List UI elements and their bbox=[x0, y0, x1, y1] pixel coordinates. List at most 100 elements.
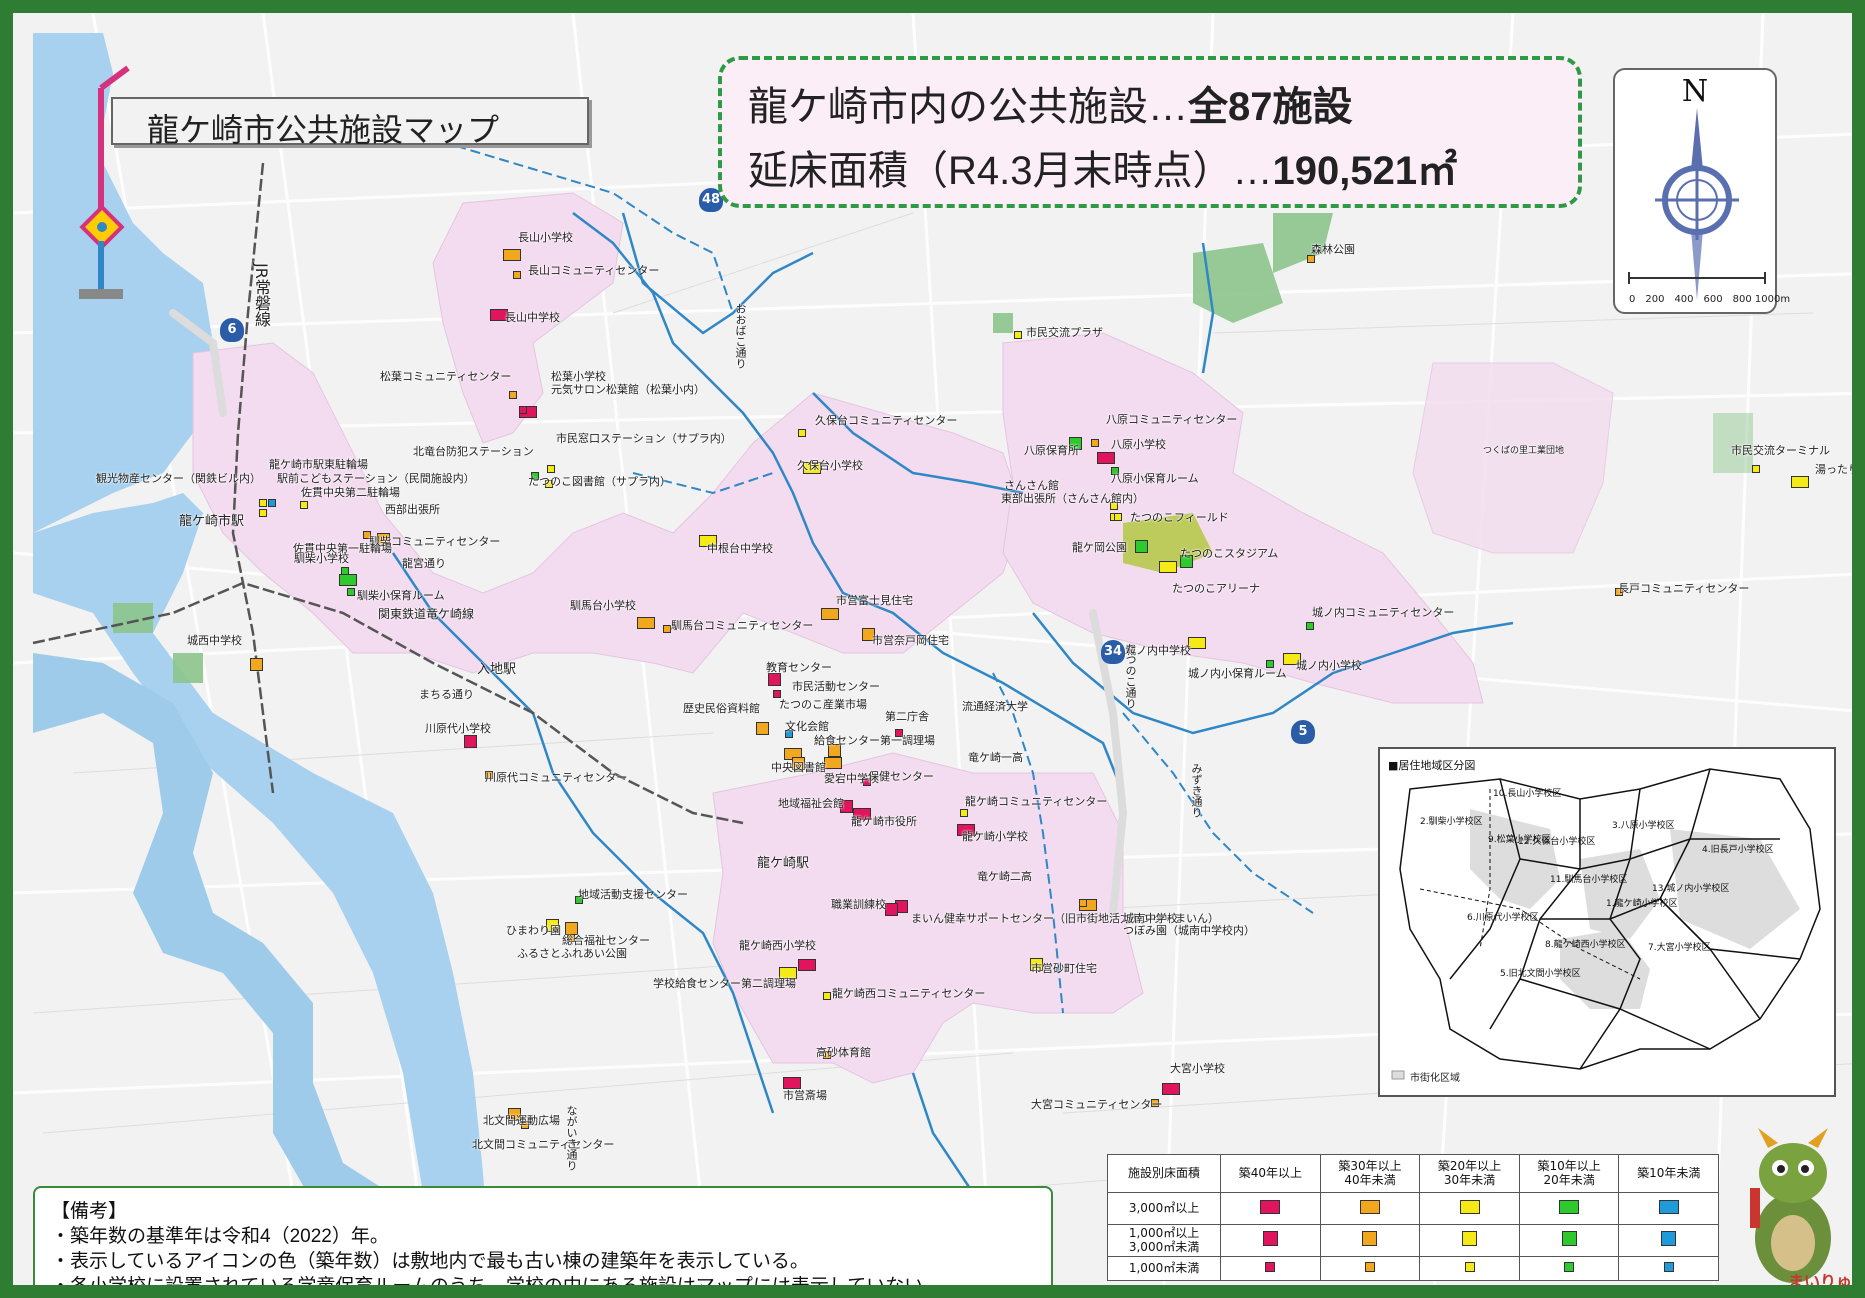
facility-marker[interactable] bbox=[853, 808, 871, 820]
facility-label: 職業訓練校 bbox=[831, 898, 886, 911]
facility-marker[interactable] bbox=[1079, 899, 1087, 907]
facility-marker[interactable] bbox=[773, 690, 781, 698]
facility-label: 東部出張所（さんさん館内） bbox=[1001, 492, 1144, 505]
facility-marker[interactable] bbox=[756, 722, 769, 735]
facility-marker[interactable] bbox=[1306, 622, 1314, 630]
facility-marker[interactable] bbox=[259, 509, 267, 517]
facility-marker[interactable] bbox=[823, 1051, 831, 1059]
facility-marker[interactable] bbox=[259, 499, 267, 507]
facility-marker[interactable] bbox=[957, 824, 975, 836]
facility-marker[interactable] bbox=[1091, 439, 1099, 447]
building-small-icon bbox=[1464, 1261, 1475, 1272]
facility-marker[interactable] bbox=[1266, 660, 1274, 668]
facility-marker[interactable] bbox=[1097, 452, 1115, 464]
facility-label: 佐貫中央第二駐輪場 bbox=[301, 486, 400, 499]
map-title-banner: 龍ケ崎市公共施設マップ bbox=[111, 97, 589, 149]
facility-marker[interactable] bbox=[1162, 1083, 1180, 1095]
facility-marker[interactable] bbox=[779, 967, 797, 979]
facility-marker[interactable] bbox=[300, 501, 308, 509]
legend-header-age10to20: 築10年以上 20年未満 bbox=[1518, 1154, 1620, 1193]
inset-district-label: 13.城ノ内小学校区 bbox=[1652, 884, 1730, 894]
facility-marker[interactable] bbox=[699, 535, 717, 547]
facility-marker[interactable] bbox=[821, 608, 839, 620]
facility-marker[interactable] bbox=[521, 1121, 529, 1129]
facility-marker[interactable] bbox=[885, 903, 898, 916]
facility-marker[interactable] bbox=[1151, 1099, 1159, 1107]
legend-icon bbox=[1220, 1192, 1321, 1225]
compass-box: N 0 200 400 600 800 1000m bbox=[1613, 68, 1790, 314]
facility-marker[interactable] bbox=[464, 735, 477, 748]
facility-marker[interactable] bbox=[567, 934, 575, 942]
facility-marker[interactable] bbox=[895, 729, 903, 737]
facility-label: 市営斎場 bbox=[783, 1089, 827, 1102]
facility-marker[interactable] bbox=[546, 919, 559, 932]
facility-marker[interactable] bbox=[519, 406, 527, 414]
facility-marker[interactable] bbox=[1615, 588, 1623, 596]
facility-marker[interactable] bbox=[1752, 465, 1760, 473]
facility-marker[interactable] bbox=[862, 628, 875, 641]
facility-label: 城ノ内小学校 bbox=[1296, 659, 1362, 672]
facility-marker[interactable] bbox=[1111, 467, 1119, 475]
facility-label: 城西中学校 bbox=[187, 634, 242, 647]
facility-marker[interactable] bbox=[1791, 476, 1809, 488]
facility-marker[interactable] bbox=[1307, 255, 1315, 263]
facility-marker[interactable] bbox=[377, 533, 390, 546]
legend-icon bbox=[1618, 1256, 1719, 1281]
facility-label: 森林公園 bbox=[1311, 243, 1355, 256]
facility-marker[interactable] bbox=[840, 800, 853, 813]
facility-marker[interactable] bbox=[803, 462, 821, 474]
facility-marker[interactable] bbox=[637, 617, 655, 629]
facility-marker[interactable] bbox=[1030, 958, 1043, 971]
facility-marker[interactable] bbox=[347, 588, 355, 596]
facility-marker[interactable] bbox=[1135, 540, 1148, 553]
inset-district-label: 7.大宮小学校区 bbox=[1648, 943, 1711, 953]
inset-district-label: 3.八原小学校区 bbox=[1612, 821, 1675, 831]
facility-label: 市民交流プラザ bbox=[1026, 326, 1103, 339]
facility-marker[interactable] bbox=[663, 625, 671, 633]
facility-marker[interactable] bbox=[509, 391, 517, 399]
facility-marker[interactable] bbox=[1188, 637, 1206, 649]
facility-marker[interactable] bbox=[863, 778, 871, 786]
facility-marker[interactable] bbox=[1110, 502, 1118, 510]
facility-marker[interactable] bbox=[485, 771, 493, 779]
facility-marker[interactable] bbox=[828, 744, 841, 757]
facility-marker[interactable] bbox=[1014, 331, 1022, 339]
facility-marker[interactable] bbox=[798, 959, 816, 971]
facility-label: 教育センター bbox=[766, 661, 832, 674]
facility-marker[interactable] bbox=[363, 531, 371, 539]
facility-marker[interactable] bbox=[250, 658, 263, 671]
facility-marker[interactable] bbox=[490, 309, 508, 321]
legend-icon bbox=[1518, 1192, 1620, 1225]
facility-marker[interactable] bbox=[823, 992, 831, 1000]
station-label: 入地駅 bbox=[477, 662, 517, 677]
facility-marker[interactable] bbox=[768, 673, 781, 686]
facility-marker[interactable] bbox=[339, 574, 357, 586]
facility-marker[interactable] bbox=[798, 429, 806, 437]
legend-header-age30to40: 築30年以上 40年未満 bbox=[1319, 1154, 1421, 1193]
facility-label: まいん健幸サポートセンター（旧市街地活力センターまいん） bbox=[911, 912, 1219, 925]
facility-marker[interactable] bbox=[960, 809, 968, 817]
facility-marker[interactable] bbox=[531, 472, 539, 480]
facility-label: 大宮小学校 bbox=[1170, 1062, 1225, 1075]
facility-marker[interactable] bbox=[547, 465, 555, 473]
facility-marker[interactable] bbox=[545, 480, 553, 488]
facility-marker[interactable] bbox=[508, 1108, 521, 1121]
facility-marker[interactable] bbox=[785, 730, 793, 738]
facility-marker[interactable] bbox=[792, 757, 805, 770]
lake-ushiku bbox=[33, 33, 213, 533]
facility-marker[interactable] bbox=[824, 757, 842, 769]
north-label: N bbox=[1681, 74, 1709, 109]
facility-marker[interactable] bbox=[268, 499, 276, 507]
facility-marker[interactable] bbox=[513, 271, 521, 279]
facility-marker[interactable] bbox=[783, 1077, 801, 1089]
facility-marker[interactable] bbox=[575, 896, 583, 904]
facility-marker[interactable] bbox=[1069, 437, 1082, 450]
legend-header-age20to30: 築20年以上 30年未満 bbox=[1419, 1154, 1520, 1193]
facility-marker[interactable] bbox=[1159, 561, 1177, 573]
facility-marker[interactable] bbox=[1114, 513, 1122, 521]
facility-marker[interactable] bbox=[1283, 653, 1301, 665]
facility-marker[interactable] bbox=[1180, 555, 1193, 568]
icon-legend-table: 施設別床面積 築40年以上 築30年以上 40年未満 築20年以上 30年未満 … bbox=[1106, 1154, 1719, 1281]
facility-label: 長山コミュニティセンター bbox=[528, 264, 660, 277]
facility-marker[interactable] bbox=[503, 249, 521, 261]
